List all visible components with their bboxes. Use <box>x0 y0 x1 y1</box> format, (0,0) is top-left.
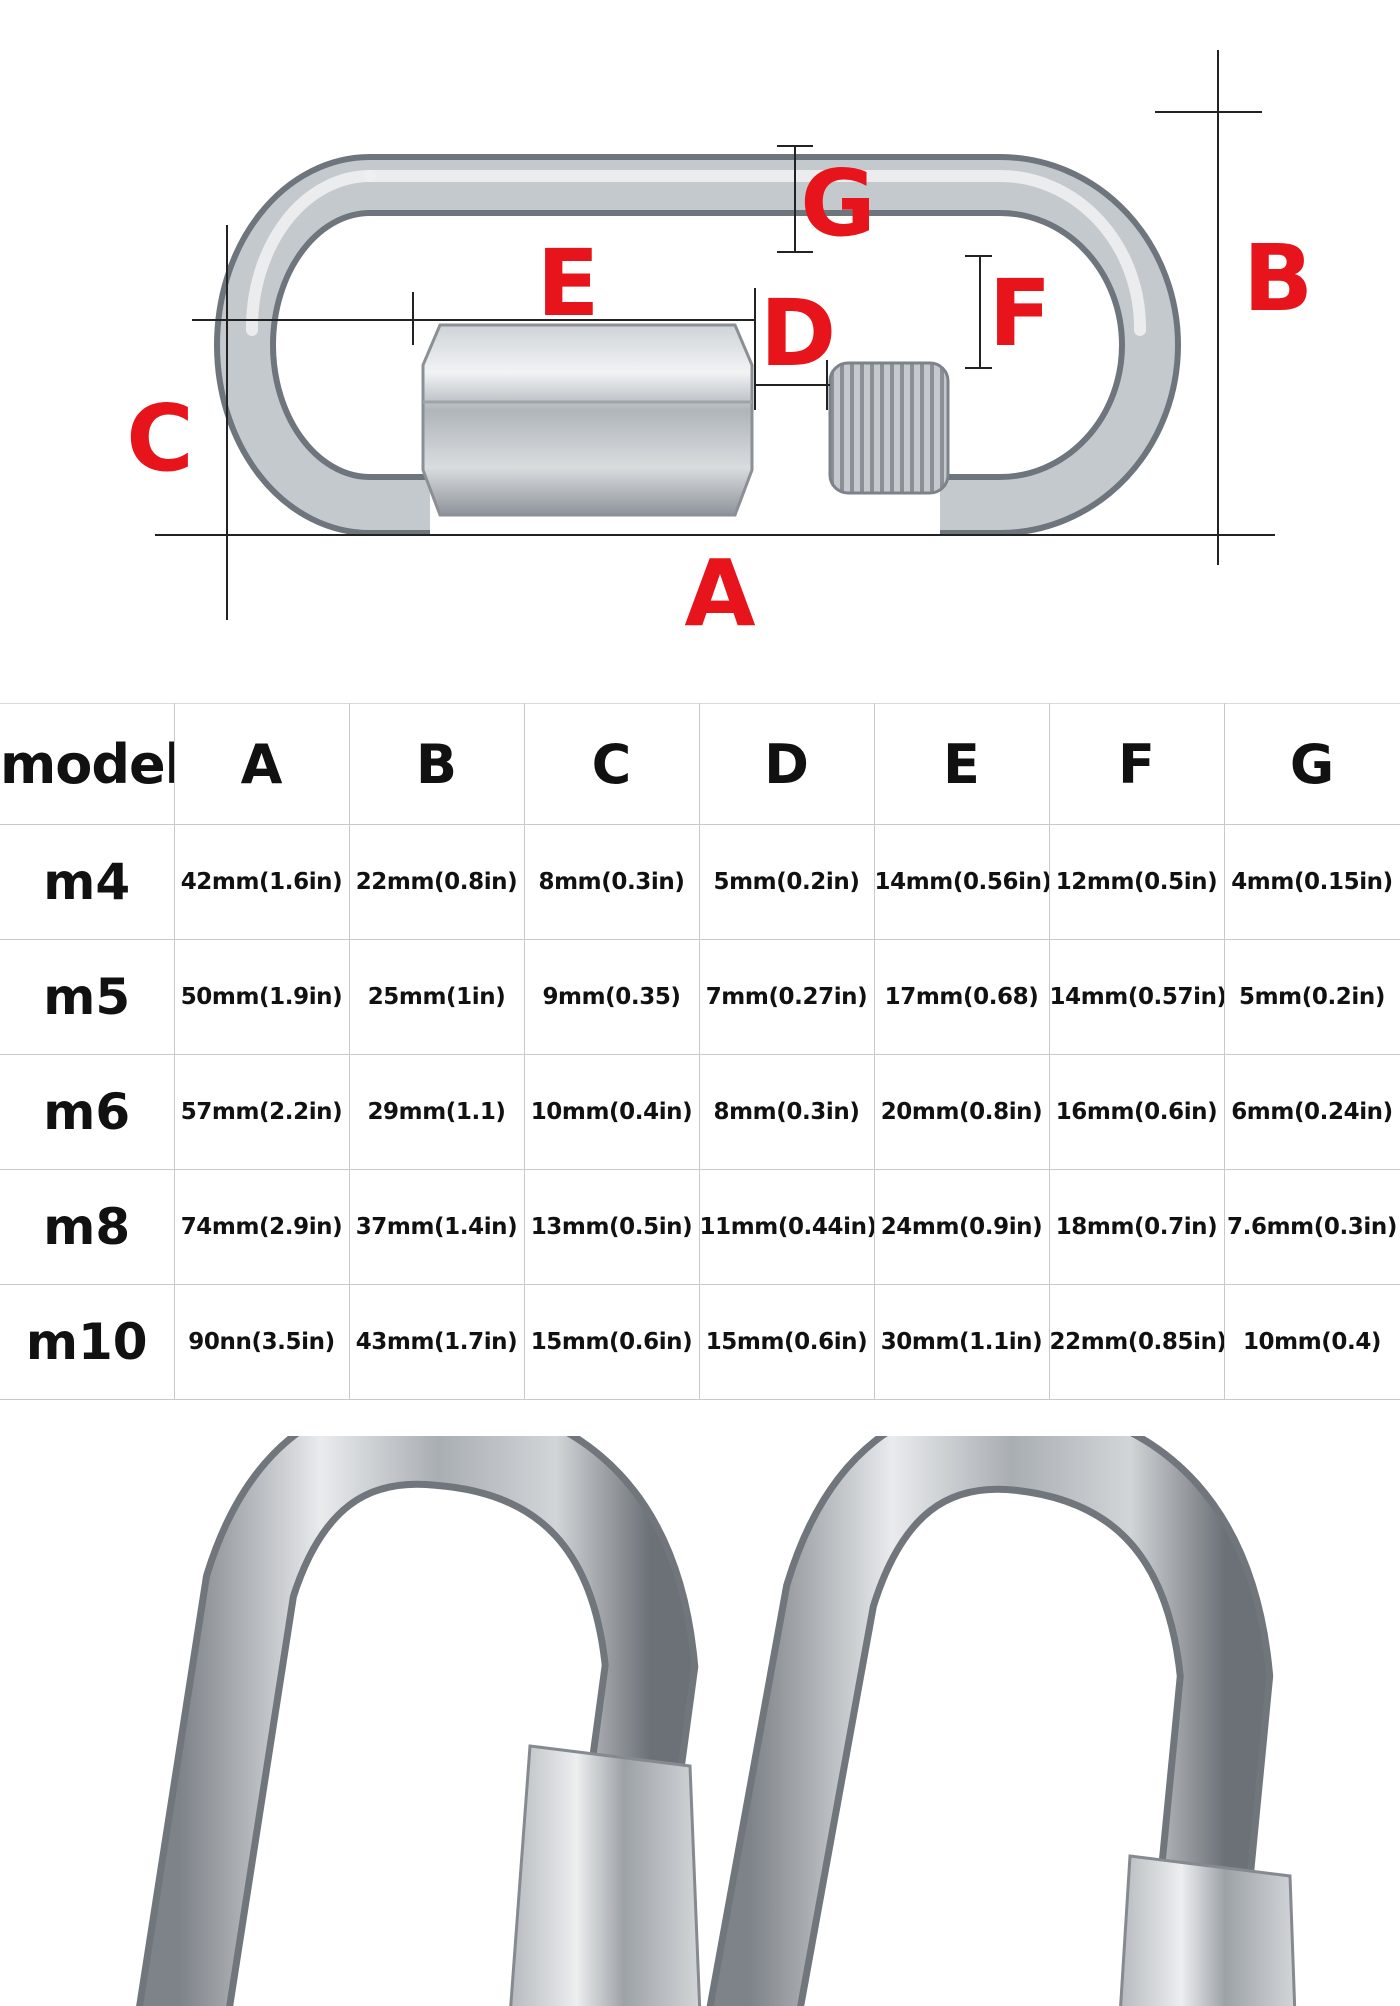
hex-nut <box>421 323 754 517</box>
value-cell: 5mm(0.2in) <box>1223 939 1400 1055</box>
label-c: C <box>126 385 194 492</box>
value-cell: 5mm(0.2in) <box>698 824 875 940</box>
value-cell: 6mm(0.24in) <box>1223 1054 1400 1170</box>
size-spec-table: model A B C D E F G m4 42mm(1.6in) 22mm(… <box>0 703 1400 1400</box>
header-e: E <box>873 703 1050 825</box>
threaded-end <box>828 361 950 495</box>
value-cell: 17mm(0.68) <box>873 939 1050 1055</box>
model-cell: m8 <box>0 1169 175 1285</box>
value-cell: 16mm(0.6in) <box>1048 1054 1225 1170</box>
value-cell: 20mm(0.8in) <box>873 1054 1050 1170</box>
quick-link-photo-right <box>706 1436 1297 2006</box>
label-a: A <box>684 540 755 647</box>
label-d: D <box>760 280 836 387</box>
header-f: F <box>1048 703 1225 825</box>
table-header-row: model A B C D E F G <box>0 703 1400 825</box>
table-row: m4 42mm(1.6in) 22mm(0.8in) 8mm(0.3in) 5m… <box>0 824 1400 940</box>
header-g: G <box>1223 703 1400 825</box>
value-cell: 74mm(2.9in) <box>173 1169 350 1285</box>
label-g: G <box>800 150 876 257</box>
value-cell: 8mm(0.3in) <box>523 824 700 940</box>
value-cell: 10mm(0.4) <box>1223 1284 1400 1400</box>
value-cell: 15mm(0.6in) <box>523 1284 700 1400</box>
table-row: m8 74mm(2.9in) 37mm(1.4in) 13mm(0.5in) 1… <box>0 1169 1400 1285</box>
value-cell: 24mm(0.9in) <box>873 1169 1050 1285</box>
value-cell: 18mm(0.7in) <box>1048 1169 1225 1285</box>
value-cell: 13mm(0.5in) <box>523 1169 700 1285</box>
table-row: m6 57mm(2.2in) 29mm(1.1) 10mm(0.4in) 8mm… <box>0 1054 1400 1170</box>
model-cell: m4 <box>0 824 175 940</box>
value-cell: 9mm(0.35) <box>523 939 700 1055</box>
value-cell: 57mm(2.2in) <box>173 1054 350 1170</box>
model-cell: m10 <box>0 1284 175 1400</box>
value-cell: 14mm(0.56in) <box>873 824 1050 940</box>
value-cell: 22mm(0.8in) <box>348 824 525 940</box>
value-cell: 90nn(3.5in) <box>173 1284 350 1400</box>
value-cell: 25mm(1in) <box>348 939 525 1055</box>
dimension-lines <box>155 50 1275 620</box>
value-cell: 43mm(1.7in) <box>348 1284 525 1400</box>
value-cell: 14mm(0.57in) <box>1048 939 1225 1055</box>
header-c: C <box>523 703 700 825</box>
model-cell: m6 <box>0 1054 175 1170</box>
label-b: B <box>1243 225 1313 332</box>
value-cell: 37mm(1.4in) <box>348 1169 525 1285</box>
model-cell: m5 <box>0 939 175 1055</box>
label-e: E <box>537 230 600 337</box>
quick-link-body <box>214 154 1181 536</box>
value-cell: 7mm(0.27in) <box>698 939 875 1055</box>
value-cell: 7.6mm(0.3in) <box>1223 1169 1400 1285</box>
product-photo <box>136 1436 1297 2006</box>
header-a: A <box>173 703 350 825</box>
header-d: D <box>698 703 875 825</box>
value-cell: 22mm(0.85in) <box>1048 1284 1225 1400</box>
quick-link-photo-left <box>136 1436 702 2006</box>
value-cell: 50mm(1.9in) <box>173 939 350 1055</box>
value-cell: 42mm(1.6in) <box>173 824 350 940</box>
table-row: m5 50mm(1.9in) 25mm(1in) 9mm(0.35) 7mm(0… <box>0 939 1400 1055</box>
quick-link-dimension-diagram: A B C D E F G <box>126 50 1313 647</box>
value-cell: 15mm(0.6in) <box>698 1284 875 1400</box>
value-cell: 8mm(0.3in) <box>698 1054 875 1170</box>
value-cell: 11mm(0.44in) <box>698 1169 875 1285</box>
value-cell: 30mm(1.1in) <box>873 1284 1050 1400</box>
value-cell: 29mm(1.1) <box>348 1054 525 1170</box>
value-cell: 10mm(0.4in) <box>523 1054 700 1170</box>
value-cell: 4mm(0.15in) <box>1223 824 1400 940</box>
table-row: m10 90nn(3.5in) 43mm(1.7in) 15mm(0.6in) … <box>0 1284 1400 1400</box>
value-cell: 12mm(0.5in) <box>1048 824 1225 940</box>
label-f: F <box>989 260 1052 367</box>
header-b: B <box>348 703 525 825</box>
dimension-labels: A B C D E F G <box>126 150 1313 647</box>
header-model: model <box>0 703 175 825</box>
